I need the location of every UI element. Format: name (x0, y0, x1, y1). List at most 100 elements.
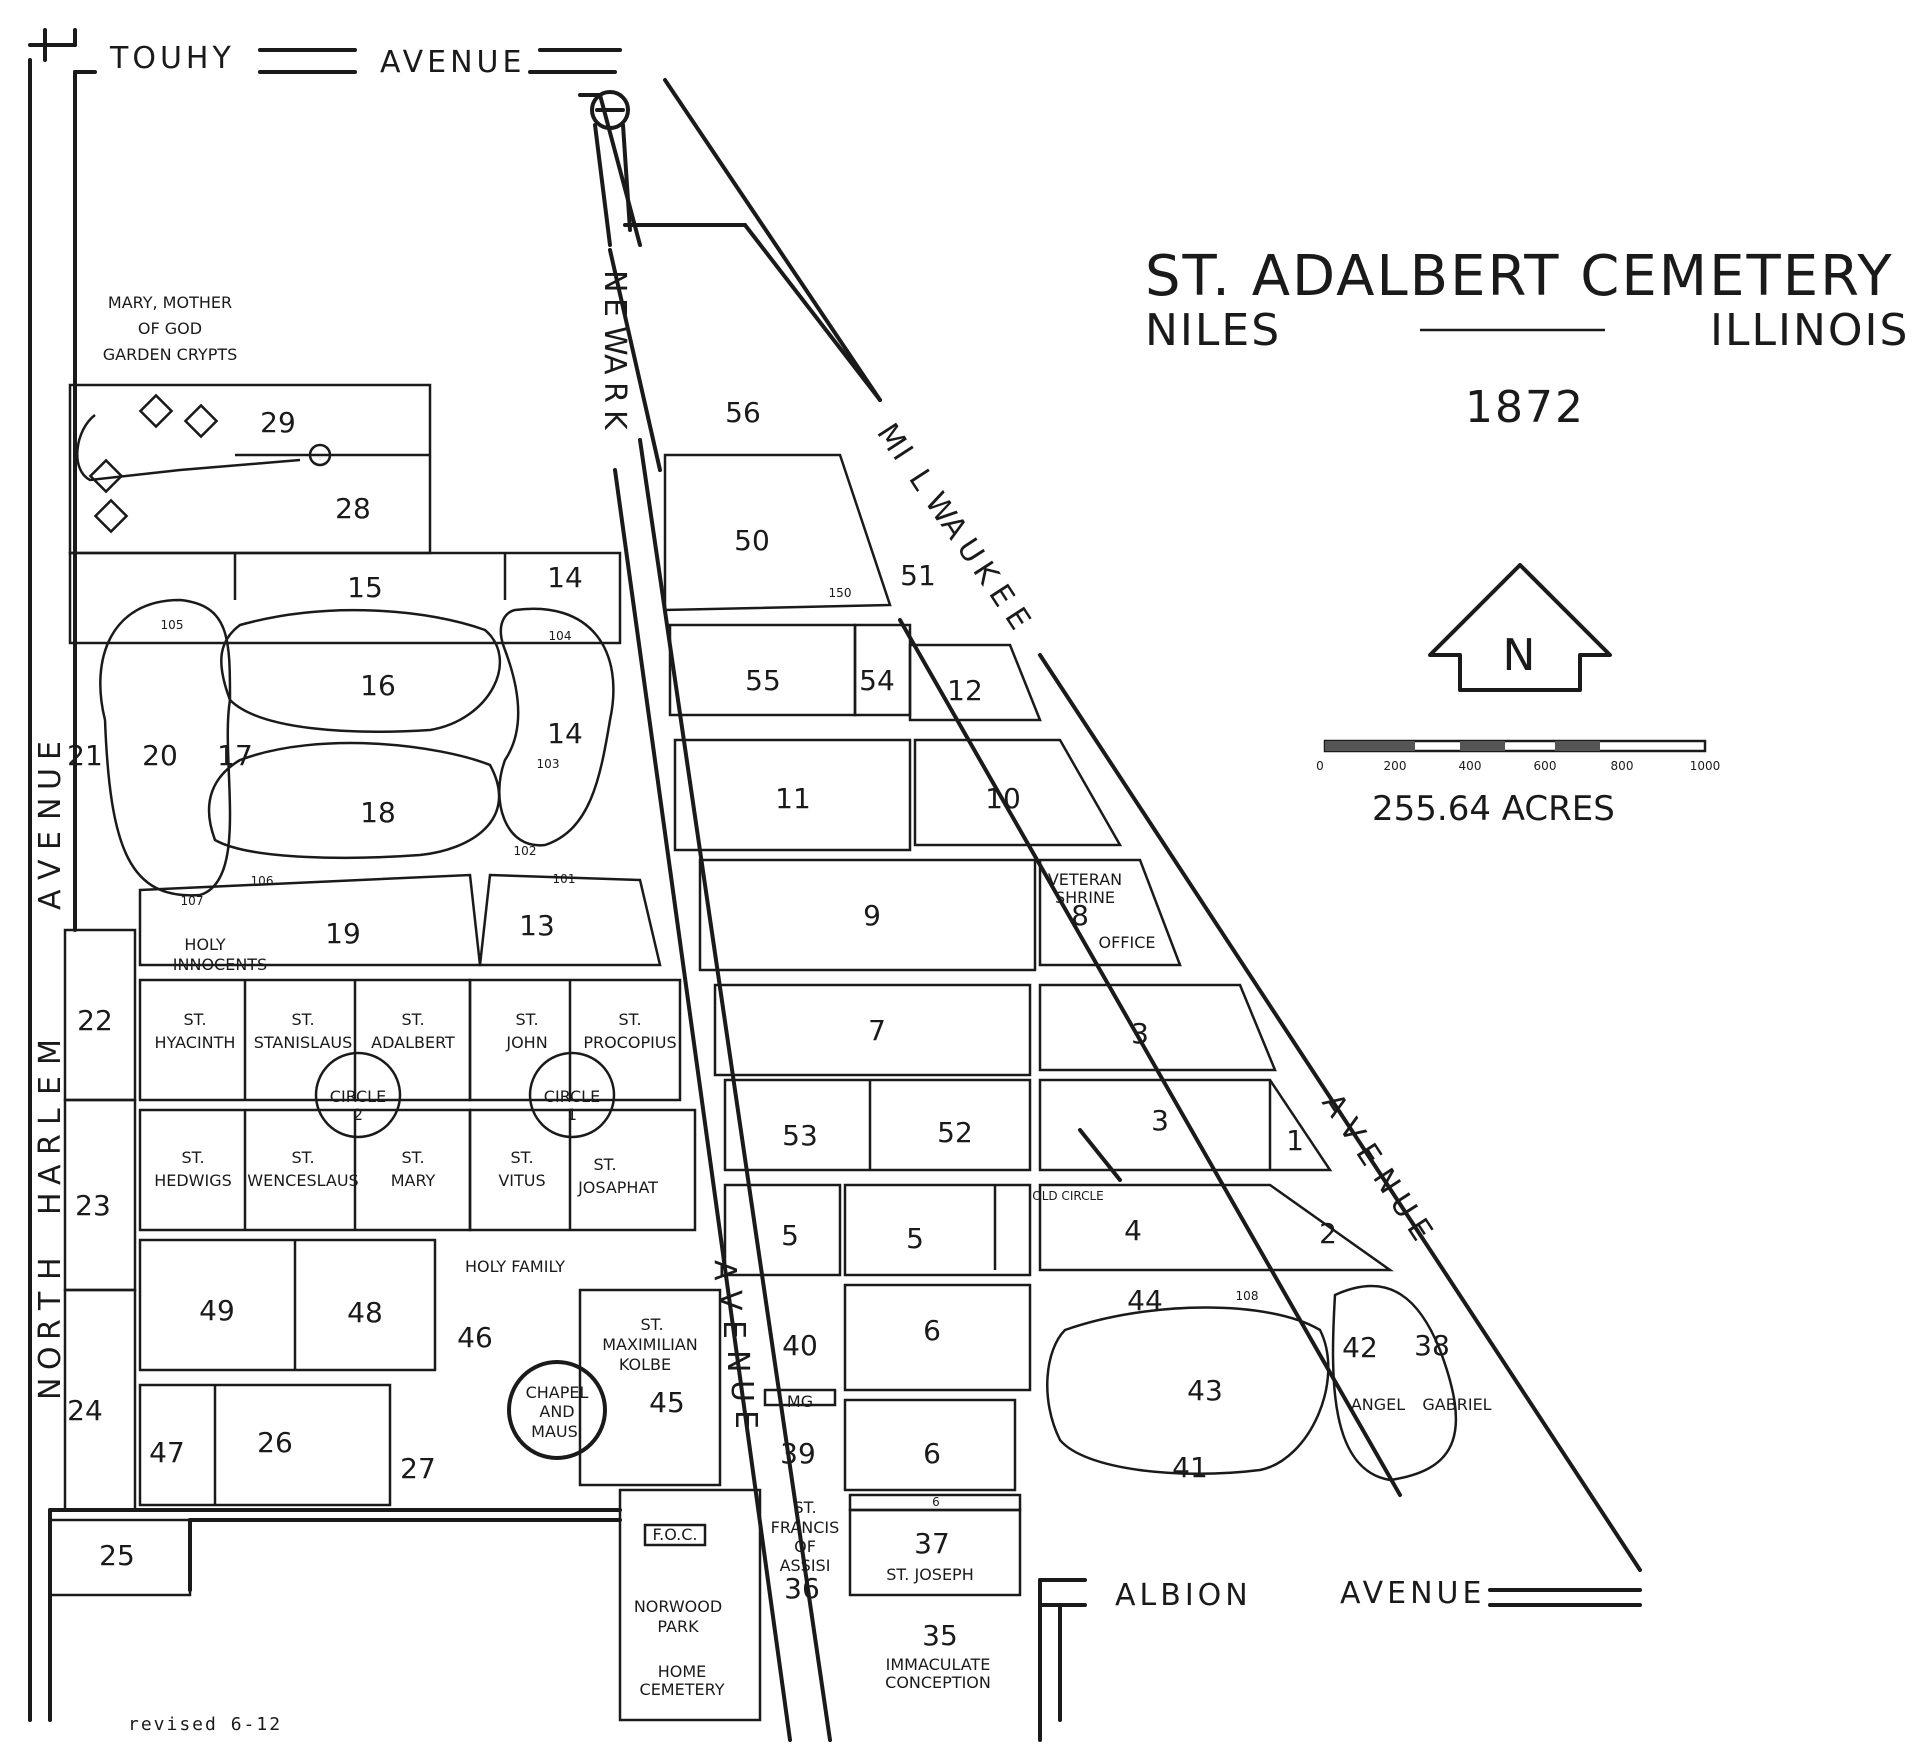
road-newark-letter: N (597, 270, 632, 296)
section-19: 19 (325, 917, 361, 950)
scale-tick-600: 600 (1534, 759, 1557, 773)
marker-103: 103 (537, 757, 560, 771)
road-harlem-letter: R (33, 1315, 68, 1340)
acreage-label: 255.64 ACRES (1372, 789, 1615, 829)
section-4: 4 (1124, 1214, 1142, 1247)
garden-crypts-icon (76, 393, 332, 534)
road-harlem-letter: O (33, 1342, 68, 1370)
road-newark-ave-letter: N (720, 1350, 755, 1376)
veteran-label: VETERAN (1048, 870, 1122, 889)
section-46: 46 (457, 1321, 493, 1354)
road-harlem-letter: T (33, 1288, 68, 1311)
road-harlem-letter: E (33, 1072, 68, 1095)
section-27: 27 (400, 1452, 436, 1485)
st-maximilian-label: MAXIMILIAN (602, 1335, 698, 1354)
road-harlem-letter: H (33, 1188, 68, 1215)
section-25: 25 (99, 1539, 135, 1572)
holy-innocents-label: HOLY (184, 935, 225, 954)
chapel-and: AND (539, 1402, 574, 1421)
section-18: 18 (360, 796, 396, 829)
st-hyacinth-label: HYACINTH (155, 1033, 236, 1052)
city-label: NILES (1145, 305, 1281, 356)
marker-101: 101 (553, 872, 576, 886)
foc-label: F.O.C. (652, 1525, 697, 1544)
section-51: 51 (900, 559, 936, 592)
st-hyacinth-st: ST. (183, 1010, 206, 1029)
road-newark-ave-letter: E (716, 1320, 751, 1343)
section-28: 28 (335, 492, 371, 525)
scale-tick-1000: 1000 (1690, 759, 1721, 773)
section-38: 38 (1414, 1329, 1450, 1362)
circle-1-label: CIRCLE (544, 1087, 600, 1106)
section-6a: 6 (923, 1314, 941, 1347)
marker-108: 108 (1236, 1289, 1259, 1303)
section-1: 1 (1286, 1124, 1304, 1157)
section-12: 12 (947, 674, 983, 707)
north-label: N (1503, 630, 1538, 681)
st-john-label: JOHN (505, 1033, 547, 1052)
norwood-label: NORWOOD (634, 1597, 722, 1616)
section-54: 54 (859, 664, 895, 697)
road-harlem-letter: M (33, 1035, 68, 1065)
section-50: 50 (734, 524, 770, 557)
road-labels: TOUHY AVENUE ALBION AVENUE (109, 41, 1481, 1613)
road-harlem-letter: V (33, 855, 68, 880)
road-newark-label: N E W A R K (597, 270, 632, 434)
section-14a: 14 (547, 561, 583, 594)
road-newark-letter: E (597, 298, 632, 321)
section-16: 16 (360, 669, 396, 702)
scale-tick-200: 200 (1384, 759, 1407, 773)
st-maximilian-st: ST. (640, 1315, 663, 1334)
north-arrow-icon: N (1428, 563, 1612, 692)
road-harlem-letter: N (33, 1374, 68, 1400)
road-touhy-avenue: AVENUE (380, 45, 525, 80)
revised-note: revised 6-12 (128, 1714, 282, 1735)
st-vitus-st: ST. (510, 1148, 533, 1167)
marker-107: 107 (181, 894, 204, 908)
section-35: 35 (922, 1619, 958, 1652)
section-14b: 14 (547, 717, 583, 750)
section-7: 7 (868, 1014, 886, 1047)
section-9: 9 (863, 899, 881, 932)
marker-104: 104 (549, 629, 572, 643)
st-wenceslaus-st: ST. (291, 1148, 314, 1167)
section-20: 20 (142, 739, 178, 772)
section-5b: 5 (906, 1222, 924, 1255)
section-29: 29 (260, 406, 296, 439)
road-harlem-letter: R (33, 1130, 68, 1155)
chapel-maus: MAUS. (531, 1422, 583, 1441)
road-harlem-letter: N (33, 794, 68, 820)
road-newark-letter: W (597, 326, 632, 360)
section-56: 56 (725, 396, 761, 429)
section-52: 52 (937, 1116, 973, 1149)
section-numbers: 1 2 3 3 4 5 5 6 6 6 7 8 9 10 11 12 13 14… (67, 396, 1450, 1652)
circle-2-label: CIRCLE (330, 1087, 386, 1106)
road-newark-ave-letter: E (728, 1410, 763, 1433)
section-39: 39 (780, 1437, 816, 1470)
circle-2-number: 2 (353, 1105, 363, 1124)
section-5a: 5 (781, 1219, 799, 1252)
st-john-st: ST. (515, 1010, 538, 1029)
road-newark-letter: R (597, 382, 632, 407)
st-maximilian-kolbe: KOLBE (619, 1355, 671, 1374)
section-53: 53 (782, 1119, 818, 1152)
named-areas: MARY, MOTHER OF GOD GARDEN CRYPTS HOLY I… (103, 293, 1492, 1699)
mary-mother-label: MARY, MOTHER (108, 293, 232, 312)
section-48: 48 (347, 1296, 383, 1329)
section-6b: 6 (923, 1437, 941, 1470)
road-harlem-letter: A (33, 885, 68, 910)
norwood-park: PARK (657, 1617, 699, 1636)
st-josaphat-st: ST. (593, 1155, 616, 1174)
holy-family-label: HOLY FAMILY (465, 1257, 565, 1276)
section-43: 43 (1187, 1374, 1223, 1407)
marker-105: 105 (161, 618, 184, 632)
road-harlem-letter: U (33, 764, 68, 790)
st-hedwigs-st: ST. (181, 1148, 204, 1167)
road-newark-ave-letter: U (724, 1380, 759, 1406)
st-francis-st: ST. (793, 1498, 816, 1517)
road-newark-ave-letter: A (707, 1260, 742, 1285)
old-circle-label: OLD CIRCLE (1032, 1189, 1104, 1203)
st-francis-of: OF (794, 1537, 816, 1556)
chapel-label: CHAPEL (526, 1383, 589, 1402)
section-6c: 6 (932, 1495, 940, 1509)
